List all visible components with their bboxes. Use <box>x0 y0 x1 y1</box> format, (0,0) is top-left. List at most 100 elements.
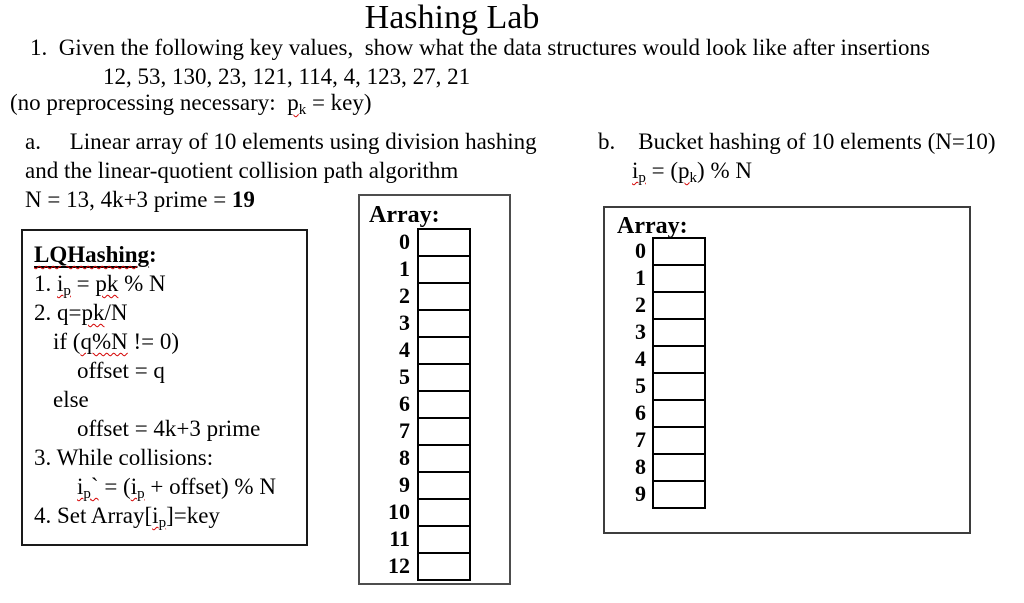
lq-collision-formula: ip` = (ip + offset) % N <box>77 474 276 502</box>
array-index-label: 1 <box>635 265 646 290</box>
array-cell-empty <box>652 426 706 455</box>
lq-offset-prime-line: offset = 4k+3 prime <box>77 416 261 441</box>
array-index-label: 6 <box>635 400 646 425</box>
lq-step-3: 3. While collisions: <box>34 445 214 470</box>
array-row: 8 <box>360 444 471 473</box>
section-b-line1: b. Bucket hashing of 10 elements (N=10) <box>598 129 996 154</box>
array-index-label: 1 <box>399 256 410 281</box>
array-cell-empty <box>652 345 706 374</box>
array-index-label: 7 <box>399 418 410 443</box>
array-cell-empty <box>417 255 471 284</box>
array-row: 9 <box>360 471 471 500</box>
ip-variable: ip <box>130 474 145 502</box>
array-cell-empty <box>652 264 706 293</box>
array-index-label: 2 <box>635 292 646 317</box>
array-b-rows: 0 1 2 3 4 5 <box>605 237 706 509</box>
array-row: 4 <box>360 336 471 365</box>
array-cell-empty <box>417 552 471 581</box>
array-cell-empty <box>417 228 471 257</box>
array-row: 11 <box>360 525 471 554</box>
array-row: 5 <box>360 363 471 392</box>
array-cell-empty <box>417 525 471 554</box>
lq-step-4: 4. Set Array[ip]=key <box>34 503 220 531</box>
array-index-label: 4 <box>635 346 646 371</box>
array-row: 3 <box>605 318 706 347</box>
array-row: 0 <box>605 237 706 266</box>
array-row: 1 <box>605 264 706 293</box>
section-a-line3: N = 13, 4k+3 prime = 19 <box>25 187 255 212</box>
array-cell-empty <box>652 237 706 266</box>
page-title: Hashing Lab <box>364 0 540 36</box>
array-cell-empty <box>417 390 471 419</box>
array-row: 12 <box>360 552 471 581</box>
array-cell-empty <box>417 363 471 392</box>
array-index-label: 3 <box>399 310 410 335</box>
preproc-pre: (no preprocessing necessary: <box>10 90 288 115</box>
lq-step-1: 1. ip = pk % N <box>34 271 166 299</box>
array-a-rows: 0 1 2 3 4 5 <box>360 228 471 581</box>
section-a-line2: and the linear-quotient collision path a… <box>25 158 459 183</box>
lq-offset-q-line: offset = q <box>77 358 165 383</box>
array-b-label: Array: <box>617 213 688 239</box>
array-row: 3 <box>360 309 471 338</box>
array-row: 2 <box>605 291 706 320</box>
array-row: 10 <box>360 498 471 527</box>
array-index-label: 5 <box>399 364 410 389</box>
array-row: 6 <box>360 390 471 419</box>
array-index-label: 2 <box>399 283 410 308</box>
array-cell-empty <box>652 291 706 320</box>
ip-variable: ip <box>632 158 646 186</box>
array-cell-empty <box>652 453 706 482</box>
preprocessing-note: (no preprocessing necessary: pk = key) <box>10 88 372 118</box>
lq-hashing-algorithm-box: LQHashing: 1. ip = pk % N 2. q=pk/N if (… <box>21 229 308 546</box>
pk-variable: pk <box>678 158 698 186</box>
array-row: 7 <box>605 426 706 455</box>
ip-prime-variable: ip` <box>77 474 99 502</box>
array-cell-empty <box>417 282 471 311</box>
ip-variable: ip <box>57 271 71 299</box>
lq-step-2: 2. q=pk/N <box>34 300 128 325</box>
pk-variable: pk <box>81 300 105 325</box>
pk-variable: pk <box>287 90 307 118</box>
key-values: 12, 53, 130, 23, 121, 114, 4, 123, 27, 2… <box>103 64 471 89</box>
array-row: 0 <box>360 228 471 257</box>
linear-array-box: Array: 0 1 2 3 4 <box>358 194 511 585</box>
array-cell-empty <box>652 372 706 401</box>
array-index-label: 10 <box>388 499 410 524</box>
array-index-label: 8 <box>635 454 646 479</box>
array-cell-empty <box>652 318 706 347</box>
array-index-label: 0 <box>635 238 646 263</box>
prime-value: 19 <box>231 187 255 212</box>
bucket-hash-formula: ip = (pk) % N <box>632 158 752 186</box>
section-a: a. Linear array of 10 elements using div… <box>25 127 585 214</box>
instruction-line: 1. Given the following key values, show … <box>30 35 930 60</box>
section-a-line1: a. Linear array of 10 elements using div… <box>25 129 537 154</box>
lq-else-line: else <box>53 387 89 412</box>
preproc-post: = key) <box>306 90 372 115</box>
array-index-label: 9 <box>399 472 410 497</box>
section-b: b. Bucket hashing of 10 elements (N=10) … <box>598 127 1018 186</box>
array-index-label: 5 <box>635 373 646 398</box>
array-row: 8 <box>605 453 706 482</box>
array-cell-empty <box>652 480 706 509</box>
array-cell-empty <box>417 498 471 527</box>
array-row: 7 <box>360 417 471 446</box>
array-row: 2 <box>360 282 471 311</box>
ip-variable: ip <box>152 503 167 531</box>
array-row: 1 <box>360 255 471 284</box>
array-index-label: 0 <box>399 229 410 254</box>
array-index-label: 7 <box>635 427 646 452</box>
array-cell-empty <box>417 444 471 473</box>
array-cell-empty <box>417 309 471 338</box>
qmodn-expression: q%N <box>80 329 128 354</box>
array-index-label: 12 <box>388 553 410 578</box>
array-cell-empty <box>417 471 471 500</box>
array-row: 4 <box>605 345 706 374</box>
array-index-label: 3 <box>635 319 646 344</box>
array-row: 9 <box>605 480 706 509</box>
array-cell-empty <box>652 399 706 428</box>
array-a-label: Array: <box>369 202 440 228</box>
array-row: 5 <box>605 372 706 401</box>
array-index-label: 4 <box>399 337 410 362</box>
array-cell-empty <box>417 336 471 365</box>
